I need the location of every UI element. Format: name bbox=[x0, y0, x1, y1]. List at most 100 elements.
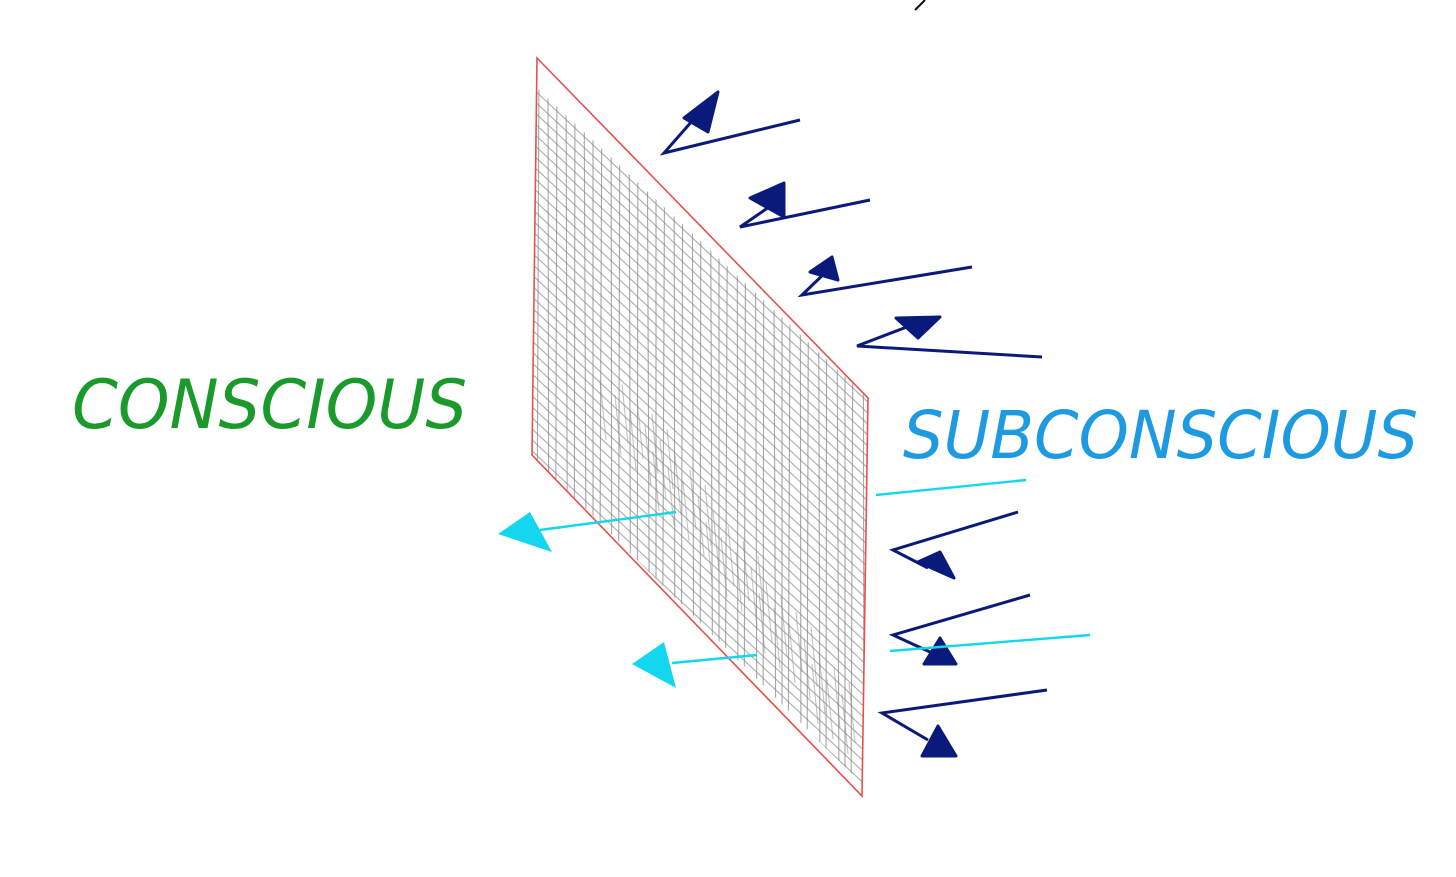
mesh-line bbox=[532, 206, 868, 528]
mesh-line bbox=[613, 697, 621, 759]
mesh-line bbox=[532, 239, 868, 561]
mesh-line bbox=[532, 195, 868, 517]
mesh-line bbox=[833, 667, 841, 729]
mesh-line bbox=[810, 626, 818, 688]
mesh-line bbox=[532, 107, 868, 429]
mesh-line bbox=[532, 272, 868, 594]
mesh-line bbox=[817, 88, 821, 784]
mesh-line bbox=[606, 708, 614, 770]
mesh-line bbox=[530, 0, 872, 43]
mesh-line bbox=[724, 88, 729, 784]
mesh-line bbox=[644, 424, 652, 486]
mesh-line bbox=[659, 439, 667, 501]
mesh-line bbox=[532, 129, 868, 451]
mesh-line bbox=[788, 622, 796, 684]
mesh-line bbox=[532, 393, 868, 715]
mesh-line bbox=[532, 96, 868, 418]
mesh-line bbox=[787, 88, 792, 784]
mesh-line bbox=[818, 652, 826, 714]
mesh-line bbox=[610, 88, 613, 784]
mesh-line bbox=[780, 596, 788, 658]
mesh-line bbox=[629, 409, 637, 471]
arrowhead bbox=[682, 90, 720, 134]
subconscious-label: SUBCONSCIOUS bbox=[903, 397, 1418, 474]
mesh-line bbox=[532, 88, 868, 154]
mesh-line bbox=[532, 88, 868, 165]
blocked-arrow bbox=[877, 688, 1048, 758]
mesh-line bbox=[666, 428, 674, 490]
mesh-line bbox=[532, 503, 868, 784]
mesh-line bbox=[750, 566, 758, 628]
mesh-line bbox=[848, 682, 856, 744]
mesh-line bbox=[532, 426, 868, 748]
mesh-line bbox=[532, 448, 868, 770]
mesh-line bbox=[532, 217, 868, 539]
passing-arrow bbox=[632, 633, 1091, 688]
mesh-line bbox=[636, 88, 639, 784]
mesh-line bbox=[532, 228, 868, 550]
blocked-arrow bbox=[888, 593, 1031, 666]
mesh-line bbox=[705, 521, 713, 583]
mesh-line bbox=[532, 382, 868, 704]
mesh-line bbox=[636, 398, 644, 460]
conscious-label: CONSCIOUS bbox=[72, 366, 467, 445]
mesh-line bbox=[680, 88, 684, 784]
mesh-line bbox=[532, 492, 868, 784]
blocked-arrow bbox=[856, 315, 1043, 359]
mesh-line bbox=[532, 327, 868, 649]
mesh-line bbox=[532, 88, 868, 99]
arrowhead bbox=[916, 550, 956, 580]
blocked-arrows bbox=[659, 90, 1048, 758]
mesh-line bbox=[841, 693, 849, 755]
mesh-line bbox=[652, 450, 660, 512]
mesh-line bbox=[803, 637, 811, 699]
mesh-line bbox=[532, 470, 868, 784]
mesh-line bbox=[674, 454, 682, 516]
mesh-line bbox=[532, 261, 868, 583]
mesh-line bbox=[530, 0, 872, 21]
mesh-line bbox=[530, 0, 872, 10]
mesh-line bbox=[532, 88, 868, 264]
mesh-line bbox=[689, 469, 697, 531]
mesh-line bbox=[691, 88, 695, 784]
mesh-line bbox=[757, 555, 765, 617]
arrowhead bbox=[808, 255, 840, 282]
mesh-line bbox=[532, 338, 868, 660]
arrowhead bbox=[920, 724, 958, 758]
mesh-line bbox=[532, 250, 868, 572]
mesh-line bbox=[742, 540, 750, 602]
mesh-line bbox=[826, 678, 834, 740]
mesh-line bbox=[712, 510, 720, 572]
mesh-line bbox=[532, 349, 868, 671]
mesh-line bbox=[530, 0, 872, 65]
mesh-line bbox=[614, 394, 622, 456]
arrowhead bbox=[498, 512, 552, 552]
mesh-line bbox=[735, 551, 743, 613]
mesh-line bbox=[704, 484, 712, 546]
mesh-line bbox=[530, 0, 872, 54]
mesh-line bbox=[532, 294, 868, 616]
mesh-line bbox=[532, 88, 868, 407]
mesh-line bbox=[532, 151, 868, 473]
mesh-line bbox=[532, 88, 868, 110]
mesh-line bbox=[628, 88, 632, 784]
mesh-line bbox=[850, 88, 855, 784]
mesh-line bbox=[709, 88, 714, 784]
mesh-line bbox=[532, 371, 868, 693]
mesh-line bbox=[599, 379, 607, 441]
mesh-line bbox=[532, 88, 868, 176]
mesh-line bbox=[547, 88, 550, 784]
mesh-line bbox=[532, 459, 868, 781]
blocked-arrow bbox=[797, 255, 973, 298]
mesh-line bbox=[530, 0, 872, 87]
mesh-line bbox=[736, 88, 739, 784]
mesh-line bbox=[532, 173, 868, 495]
mesh-line bbox=[811, 663, 819, 725]
mesh-line bbox=[598, 88, 603, 784]
mesh-line bbox=[530, 0, 872, 76]
mesh-line bbox=[532, 162, 868, 484]
mesh-line bbox=[532, 316, 868, 638]
blocked-arrow bbox=[659, 90, 801, 156]
mesh-line bbox=[682, 480, 690, 542]
